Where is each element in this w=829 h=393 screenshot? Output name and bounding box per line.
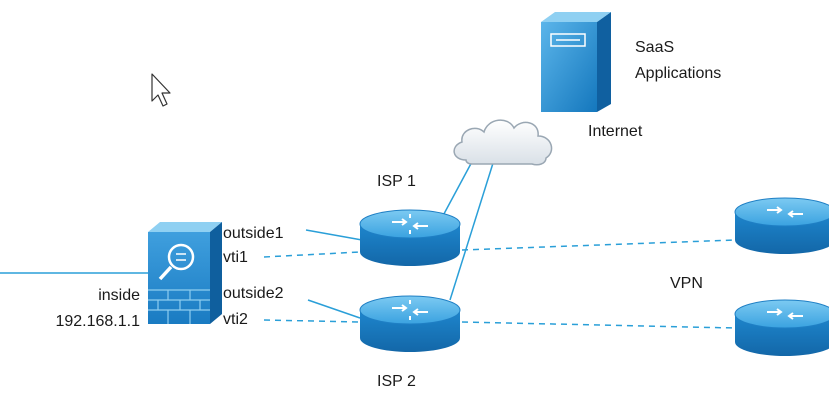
firewall-icon [148, 222, 222, 324]
saas-label-line2: Applications [635, 65, 721, 82]
inside-ip-label: 192.168.1.1 [55, 313, 140, 330]
cloud-icon [453, 119, 553, 166]
router-remote1-icon [734, 197, 829, 254]
vti1-tunnel-left [263, 251, 361, 258]
connections [0, 157, 736, 329]
vti1-tunnel-right [461, 239, 736, 251]
saas-label-line1: SaaS [635, 39, 674, 56]
internet-label: Internet [588, 123, 643, 140]
vpn-label: VPN [670, 275, 703, 292]
router-remote2-icon [734, 299, 829, 356]
outside1-link [305, 229, 363, 241]
outside2-label: outside2 [223, 285, 284, 302]
server-icon [541, 12, 611, 112]
isp2-internet-link [449, 159, 495, 301]
isp2-label: ISP 2 [377, 373, 416, 390]
vti2-tunnel-right [461, 321, 736, 329]
outside2-link [307, 299, 361, 319]
vti1-label: vti1 [223, 249, 248, 266]
router-isp2-icon [359, 295, 461, 352]
isp1-label: ISP 1 [377, 173, 416, 190]
router-isp1-icon [359, 209, 461, 266]
inside-label: inside [98, 287, 140, 304]
vti2-tunnel-left [263, 319, 361, 323]
vti2-label: vti2 [223, 311, 248, 328]
outside1-label: outside1 [223, 225, 284, 242]
cursor-icon [151, 73, 171, 107]
